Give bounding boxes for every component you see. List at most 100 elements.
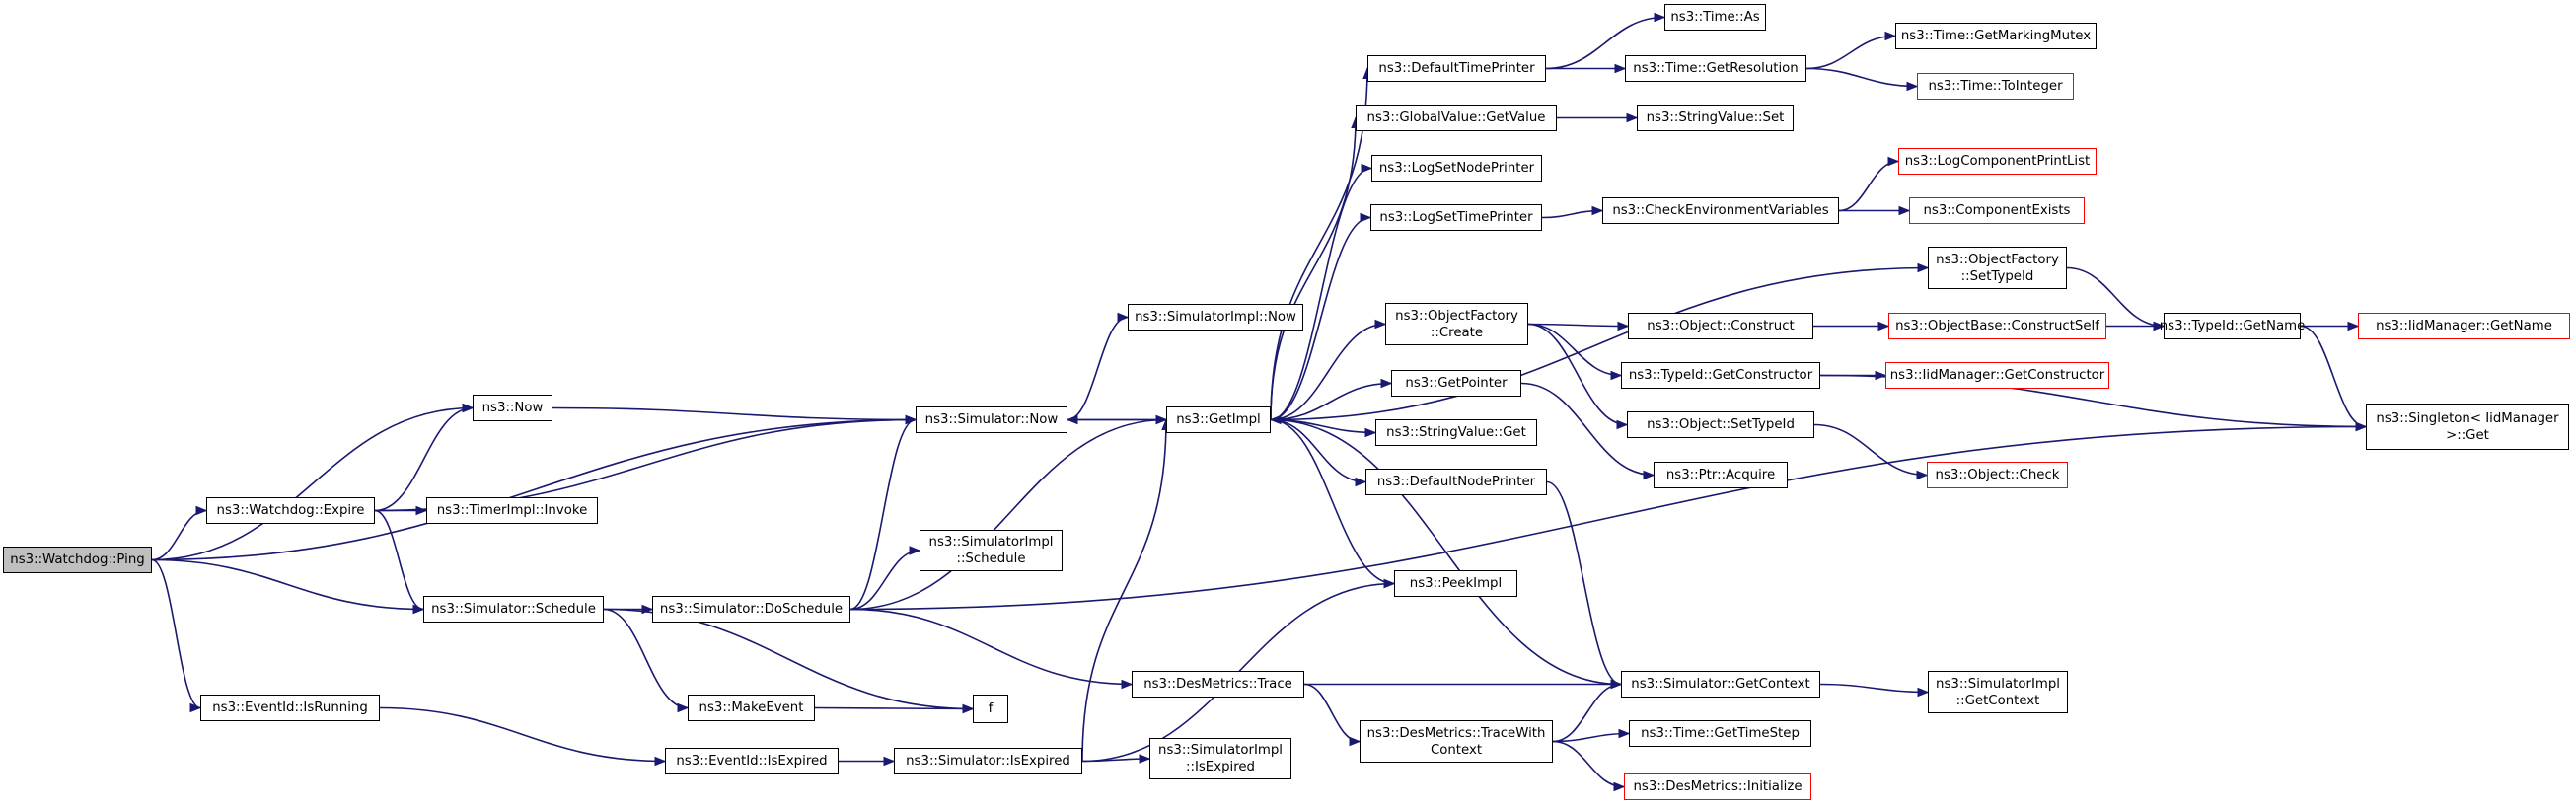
edge-getimpl-to-objfactorysettypeid: [1270, 262, 1930, 421]
graph-node-logsetnodeprinter[interactable]: ns3::LogSetNodePrinter: [1371, 155, 1542, 182]
graph-node-f[interactable]: f: [973, 695, 1008, 723]
graph-node-stringvalueget[interactable]: ns3::StringValue::Get: [1375, 419, 1537, 446]
graph-node-now[interactable]: ns3::Now: [473, 395, 552, 421]
graph-node-globalvalueget[interactable]: ns3::GlobalValue::GetValue: [1356, 105, 1557, 131]
graph-node-iidmgrgetctor[interactable]: ns3::IidManager::GetConstructor: [1885, 362, 2109, 389]
edge-objbaseconstructself-to-typeidgetname: [2106, 321, 2166, 331]
edge-simisexpired-to-simimplisexpired: [1081, 754, 1151, 764]
graph-node-schedule[interactable]: ns3::Simulator::Schedule: [423, 596, 604, 623]
graph-node-simnow[interactable]: ns3::Simulator::Now: [916, 406, 1067, 433]
graph-node-isrunning[interactable]: ns3::EventId::IsRunning: [200, 695, 380, 721]
edge-simgetcontext-to-simimplgetcontext: [1819, 683, 1930, 698]
edge-typeidgetname-to-iidmgrgetname: [2301, 321, 2360, 331]
graph-node-timetointeger[interactable]: ns3::Time::ToInteger: [1917, 73, 2074, 100]
graph-node-simgetcontext[interactable]: ns3::Simulator::GetContext: [1621, 671, 1820, 698]
graph-node-objconstruct[interactable]: ns3::Object::Construct: [1628, 313, 1813, 339]
edge-ping-to-isrunning: [151, 558, 202, 713]
edge-getimpl-to-logsetnodeprinter: [1270, 163, 1373, 421]
graph-node-timerinvoke[interactable]: ns3::TimerImpl::Invoke: [426, 497, 598, 524]
edge-ping-to-schedule: [151, 558, 425, 615]
edge-getpointer-to-ptracquire: [1520, 382, 1656, 480]
graph-node-logsettimeprinter[interactable]: ns3::LogSetTimePrinter: [1370, 204, 1542, 231]
edge-timegetres-to-timegetmarkingmutex: [1805, 31, 1897, 70]
edge-tracewithcontext-to-timegettimestep: [1552, 728, 1631, 743]
graph-node-makeevent[interactable]: ns3::MakeEvent: [688, 695, 815, 721]
edge-doschedule-to-simnow: [849, 414, 918, 611]
graph-node-tracewithcontext[interactable]: ns3::DesMetrics::TraceWith Context: [1360, 720, 1553, 763]
edge-logsettimeprinter-to-checkenv: [1541, 205, 1604, 219]
graph-node-getpointer[interactable]: ns3::GetPointer: [1391, 370, 1521, 397]
graph-node-timegetmarkingmutex[interactable]: ns3::Time::GetMarkingMutex: [1895, 23, 2097, 49]
edge-makeevent-to-f: [814, 703, 975, 714]
edge-getimpl-to-globalvalueget: [1270, 116, 1361, 420]
edge-desmetricstrace-to-tracewithcontext: [1303, 683, 1362, 747]
edge-checkenv-to-logcomponentprintlist: [1838, 156, 1900, 212]
edge-tracewithcontext-to-desmetricsinit: [1552, 740, 1626, 792]
graph-node-simimplnow[interactable]: ns3::SimulatorImpl::Now: [1128, 304, 1303, 331]
graph-node-singletonget[interactable]: ns3::Singleton< IidManager >::Get: [2366, 404, 2569, 450]
edge-getimpl-to-simnow: [1066, 414, 1166, 425]
edge-globalvalueget-to-stringvalueset: [1557, 112, 1639, 123]
graph-node-getimpl[interactable]: ns3::GetImpl: [1166, 406, 1271, 433]
edge-objconstruct-to-objbaseconstructself: [1813, 321, 1890, 331]
graph-node-timegettimestep[interactable]: ns3::Time::GetTimeStep: [1629, 720, 1811, 747]
edge-objfactorycreate-to-objsettypeid: [1527, 323, 1629, 430]
edge-defaulttimeprinter-to-timegetres: [1546, 63, 1627, 74]
edge-isexpired_ev-to-simisexpired: [838, 756, 896, 767]
edge-isrunning-to-isexpired_ev: [379, 706, 667, 767]
edge-desmetricstrace-to-simgetcontext: [1304, 679, 1623, 690]
graph-node-ptracquire[interactable]: ns3::Ptr::Acquire: [1654, 462, 1788, 488]
edge-simnow-to-simimplnow: [1067, 312, 1130, 421]
graph-node-checkenv[interactable]: ns3::CheckEnvironmentVariables: [1602, 197, 1839, 224]
edge-getimpl-to-defaultnodeprinter: [1270, 418, 1367, 487]
graph-node-desmetricsinit[interactable]: ns3::DesMetrics::Initialize: [1624, 773, 1811, 800]
graph-node-objsettypeid[interactable]: ns3::Object::SetTypeId: [1627, 411, 1814, 438]
graph-node-objfactorycreate[interactable]: ns3::ObjectFactory ::Create: [1385, 303, 1528, 345]
graph-node-desmetricstrace[interactable]: ns3::DesMetrics::Trace: [1132, 671, 1304, 698]
edge-timegetres-to-timetointeger: [1805, 67, 1919, 92]
edge-schedule-to-makeevent: [603, 608, 690, 713]
edge-defaultnodeprinter-to-simgetcontext: [1546, 480, 1623, 690]
graph-node-peekimpl[interactable]: ns3::PeekImpl: [1394, 570, 1517, 597]
edge-getimpl-to-getpointer: [1270, 378, 1393, 421]
edge-expire-to-timerinvoke: [375, 505, 428, 516]
edge-simisexpired-to-getimpl: [1081, 418, 1171, 762]
graph-node-ping: ns3::Watchdog::Ping: [3, 547, 152, 573]
graph-node-doschedule[interactable]: ns3::Simulator::DoSchedule: [652, 596, 850, 623]
edge-defaulttimeprinter-to-timeas: [1545, 12, 1666, 70]
graph-node-isexpired_ev[interactable]: ns3::EventId::IsExpired: [665, 748, 839, 774]
graph-node-componentexists[interactable]: ns3::ComponentExists: [1909, 197, 2085, 224]
edge-typeidgetname-to-singletonget: [2300, 325, 2368, 432]
graph-node-objcheck[interactable]: ns3::Object::Check: [1927, 462, 2068, 488]
graph-node-timeas[interactable]: ns3::Time::As: [1664, 4, 1766, 31]
graph-node-typeidgetctor[interactable]: ns3::TypeId::GetConstructor: [1621, 362, 1820, 389]
graph-node-typeidgetname[interactable]: ns3::TypeId::GetName: [2160, 313, 2305, 339]
edge-expire-to-schedule: [374, 509, 425, 615]
edge-getimpl-to-peekimpl: [1270, 418, 1396, 589]
edge-ping-to-simnow: [151, 414, 918, 561]
graph-node-simisexpired[interactable]: ns3::Simulator::IsExpired: [894, 748, 1082, 774]
edge-objfactorycreate-to-objconstruct: [1527, 321, 1630, 331]
graph-node-simimplisexpired[interactable]: ns3::SimulatorImpl ::IsExpired: [1149, 738, 1291, 779]
graph-node-objfactorysettypeid[interactable]: ns3::ObjectFactory ::SetTypeId: [1928, 247, 2067, 289]
graph-node-simimplgetcontext[interactable]: ns3::SimulatorImpl ::GetContext: [1928, 671, 2068, 713]
edge-doschedule-to-desmetricstrace: [849, 608, 1134, 690]
graph-node-timegetres[interactable]: ns3::Time::GetResolution: [1625, 55, 1806, 82]
graph-node-iidmgrgetname[interactable]: ns3::IidManager::GetName: [2358, 313, 2570, 339]
edge-doschedule-to-simimplschedule: [849, 546, 921, 611]
graph-node-objbaseconstructself[interactable]: ns3::ObjectBase::ConstructSelf: [1888, 313, 2106, 339]
graph-node-defaultnodeprinter[interactable]: ns3::DefaultNodePrinter: [1365, 469, 1547, 495]
edge-doschedule-to-singletonget: [849, 421, 2368, 611]
edge-expire-to-now: [374, 403, 475, 512]
edge-checkenv-to-componentexists: [1839, 205, 1911, 216]
graph-node-logcomponentprintlist[interactable]: ns3::LogComponentPrintList: [1898, 148, 2097, 175]
graph-node-expire[interactable]: ns3::Watchdog::Expire: [206, 497, 375, 524]
graph-node-simimplschedule[interactable]: ns3::SimulatorImpl ::Schedule: [920, 530, 1063, 571]
graph-node-stringvalueset[interactable]: ns3::StringValue::Set: [1637, 105, 1794, 131]
graph-node-defaulttimeprinter[interactable]: ns3::DefaultTimePrinter: [1367, 55, 1546, 82]
edge-ping-to-expire: [151, 505, 208, 561]
edge-simgetcontext-to-getimpl: [1269, 414, 1622, 686]
edge-getimpl-to-objfactorycreate: [1270, 319, 1387, 421]
edge-objfactorycreate-to-typeidgetctor: [1527, 323, 1623, 381]
